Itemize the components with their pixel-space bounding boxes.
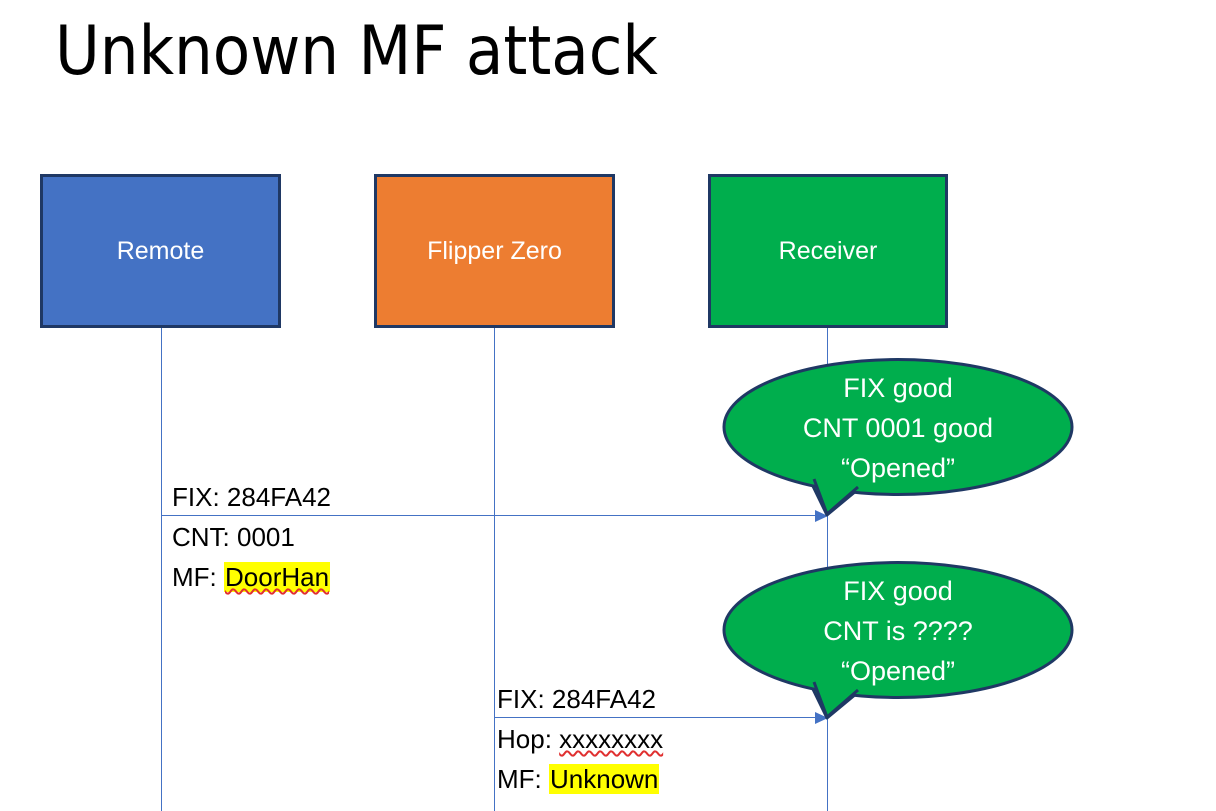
actor-label-flipper: Flipper Zero — [427, 237, 562, 265]
message-2-mf-prefix: MF: — [497, 764, 549, 794]
lifeline-remote — [161, 328, 162, 811]
callout-receiver-response-2[interactable]: FIX good CNT is ???? “Opened” — [722, 561, 1074, 726]
actor-box-flipper[interactable]: Flipper Zero — [374, 174, 615, 328]
callout-bubble-shape — [722, 561, 1074, 720]
message-2-line-2: Hop: xxxxxxxx — [497, 719, 663, 759]
page-title: Unknown MF attack — [55, 12, 658, 91]
message-1-body: CNT: 0001 MF: DoorHan — [172, 517, 331, 597]
message-1-line-2: CNT: 0001 — [172, 522, 295, 552]
actor-label-remote: Remote — [116, 237, 205, 265]
actor-label-receiver: Receiver — [778, 237, 878, 265]
message-1-mf-prefix: MF: — [172, 562, 224, 592]
message-2-mf-value: Unknown — [549, 764, 660, 794]
message-2-body: Hop: xxxxxxxx MF: Unknown — [497, 719, 663, 799]
callout-bubble-shape — [722, 358, 1074, 517]
lifeline-flipper — [494, 328, 495, 811]
message-1-line-1: FIX: 284FA42 — [172, 482, 331, 512]
actor-box-remote[interactable]: Remote — [40, 174, 281, 328]
message-2-line-3: MF: Unknown — [497, 759, 663, 799]
message-1-line-3: MF: DoorHan — [172, 557, 331, 597]
callout-receiver-response-1[interactable]: FIX good CNT 0001 good “Opened” — [722, 358, 1074, 523]
message-2-hop-value: xxxxxxxx — [559, 724, 664, 754]
actor-box-receiver[interactable]: Receiver — [708, 174, 948, 328]
message-1-mf-value: DoorHan — [224, 562, 331, 592]
message-2-hop-prefix: Hop: — [497, 724, 560, 754]
message-2-line-1: FIX: 284FA42 — [497, 684, 656, 714]
